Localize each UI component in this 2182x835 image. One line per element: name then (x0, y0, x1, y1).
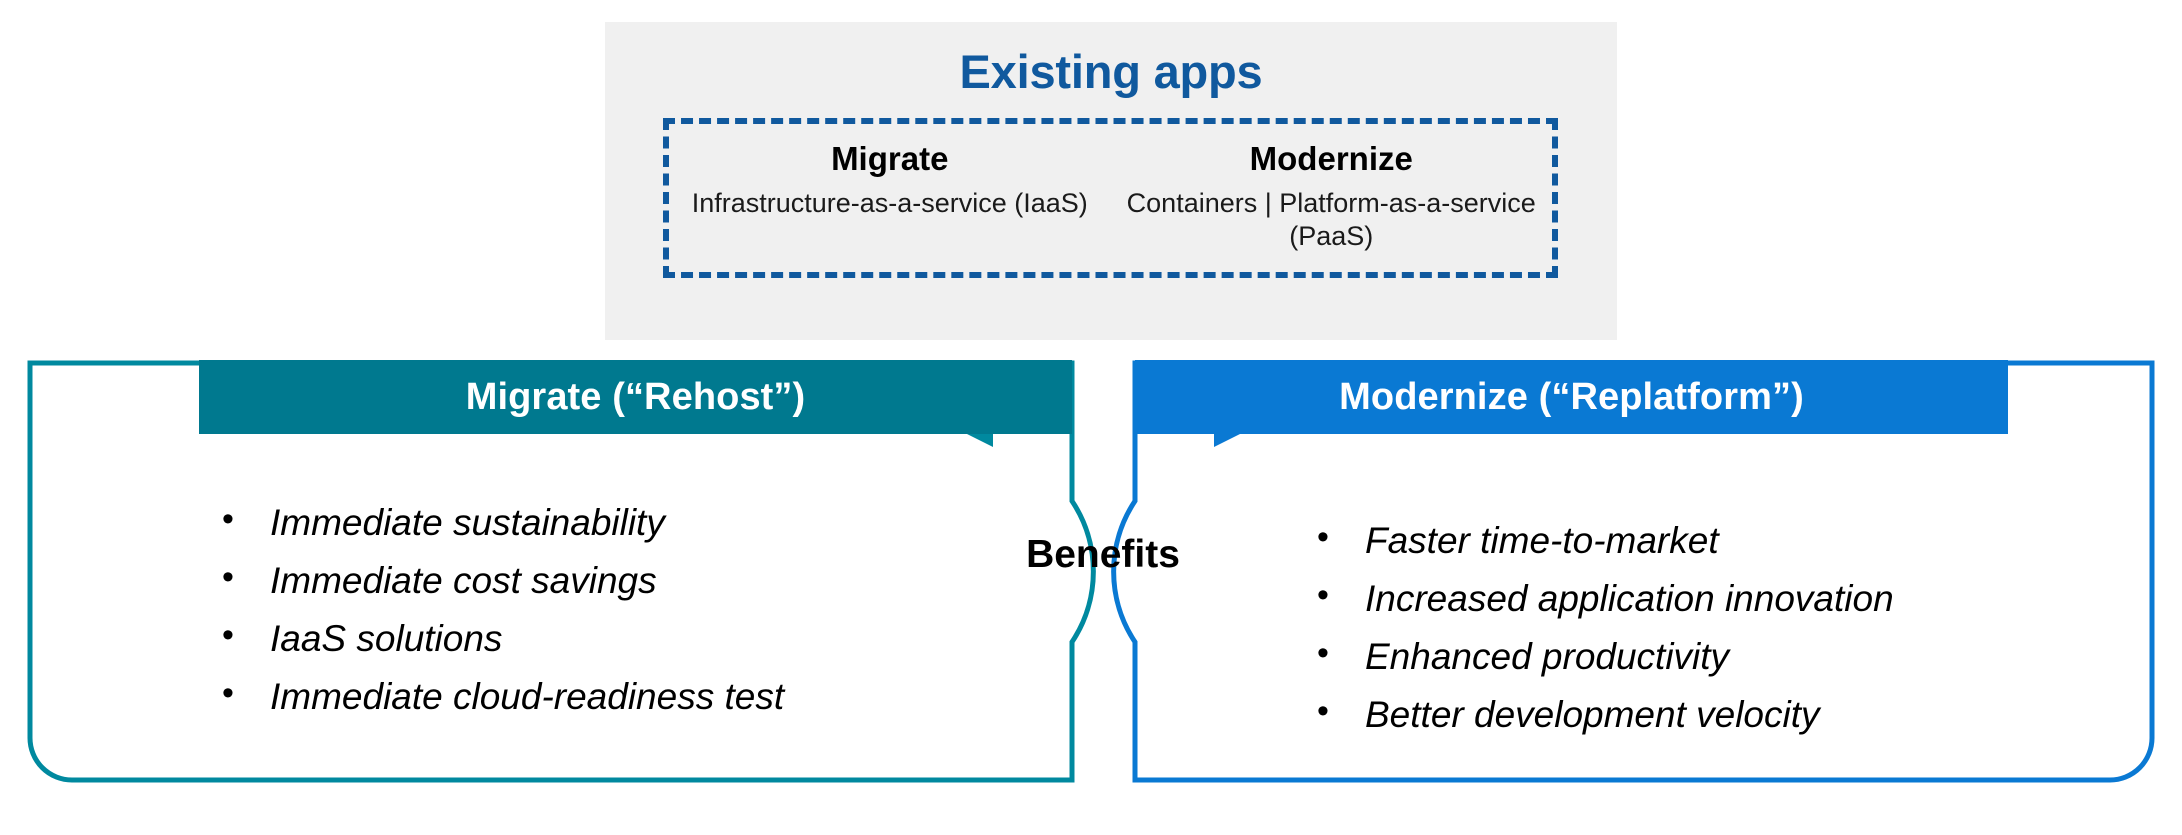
benefits-label: Benefits (1026, 533, 1180, 576)
modernize-header-bar[interactable]: Modernize (“Replatform”) (1135, 360, 2008, 434)
existing-column-migrate-heading: Migrate (831, 140, 949, 177)
existing-column-modernize-heading: Modernize (1249, 140, 1413, 177)
left-panel-outline (27, 360, 1096, 783)
existing-column-modernize-subtitle: Containers | Platform-as-a-service (PaaS… (1126, 187, 1536, 251)
existing-apps-title: Existing apps (959, 45, 1263, 98)
existing-column-migrate: Migrate Infrastructure-as-a-service (Iaa… (669, 140, 1111, 220)
existing-column-modernize: Modernize Containers | Platform-as-a-ser… (1111, 140, 1553, 253)
right-panel-outline (1111, 360, 2155, 783)
list-item: IaaS solutions (218, 614, 918, 663)
list-item: Immediate cost savings (218, 556, 918, 605)
list-item: Immediate sustainability (218, 498, 918, 547)
modernize-benefits-list: Faster time-to-market Increased applicat… (1313, 516, 2073, 750)
list-item: Enhanced productivity (1313, 632, 2073, 681)
existing-apps-panel: Existing apps Migrate Infrastructure-as-… (605, 22, 1617, 340)
dashed-container: Migrate Infrastructure-as-a-service (Iaa… (663, 118, 1558, 278)
list-item: Better development velocity (1313, 690, 2073, 739)
existing-column-migrate-subtitle: Infrastructure-as-a-service (IaaS) (691, 187, 1088, 218)
list-item: Increased application innovation (1313, 574, 2073, 623)
migrate-header-bar[interactable]: Migrate (“Rehost”) (199, 360, 1072, 434)
list-item: Immediate cloud-readiness test (218, 672, 918, 721)
list-item: Faster time-to-market (1313, 516, 2073, 565)
migrate-benefits-list: Immediate sustainability Immediate cost … (218, 498, 918, 732)
